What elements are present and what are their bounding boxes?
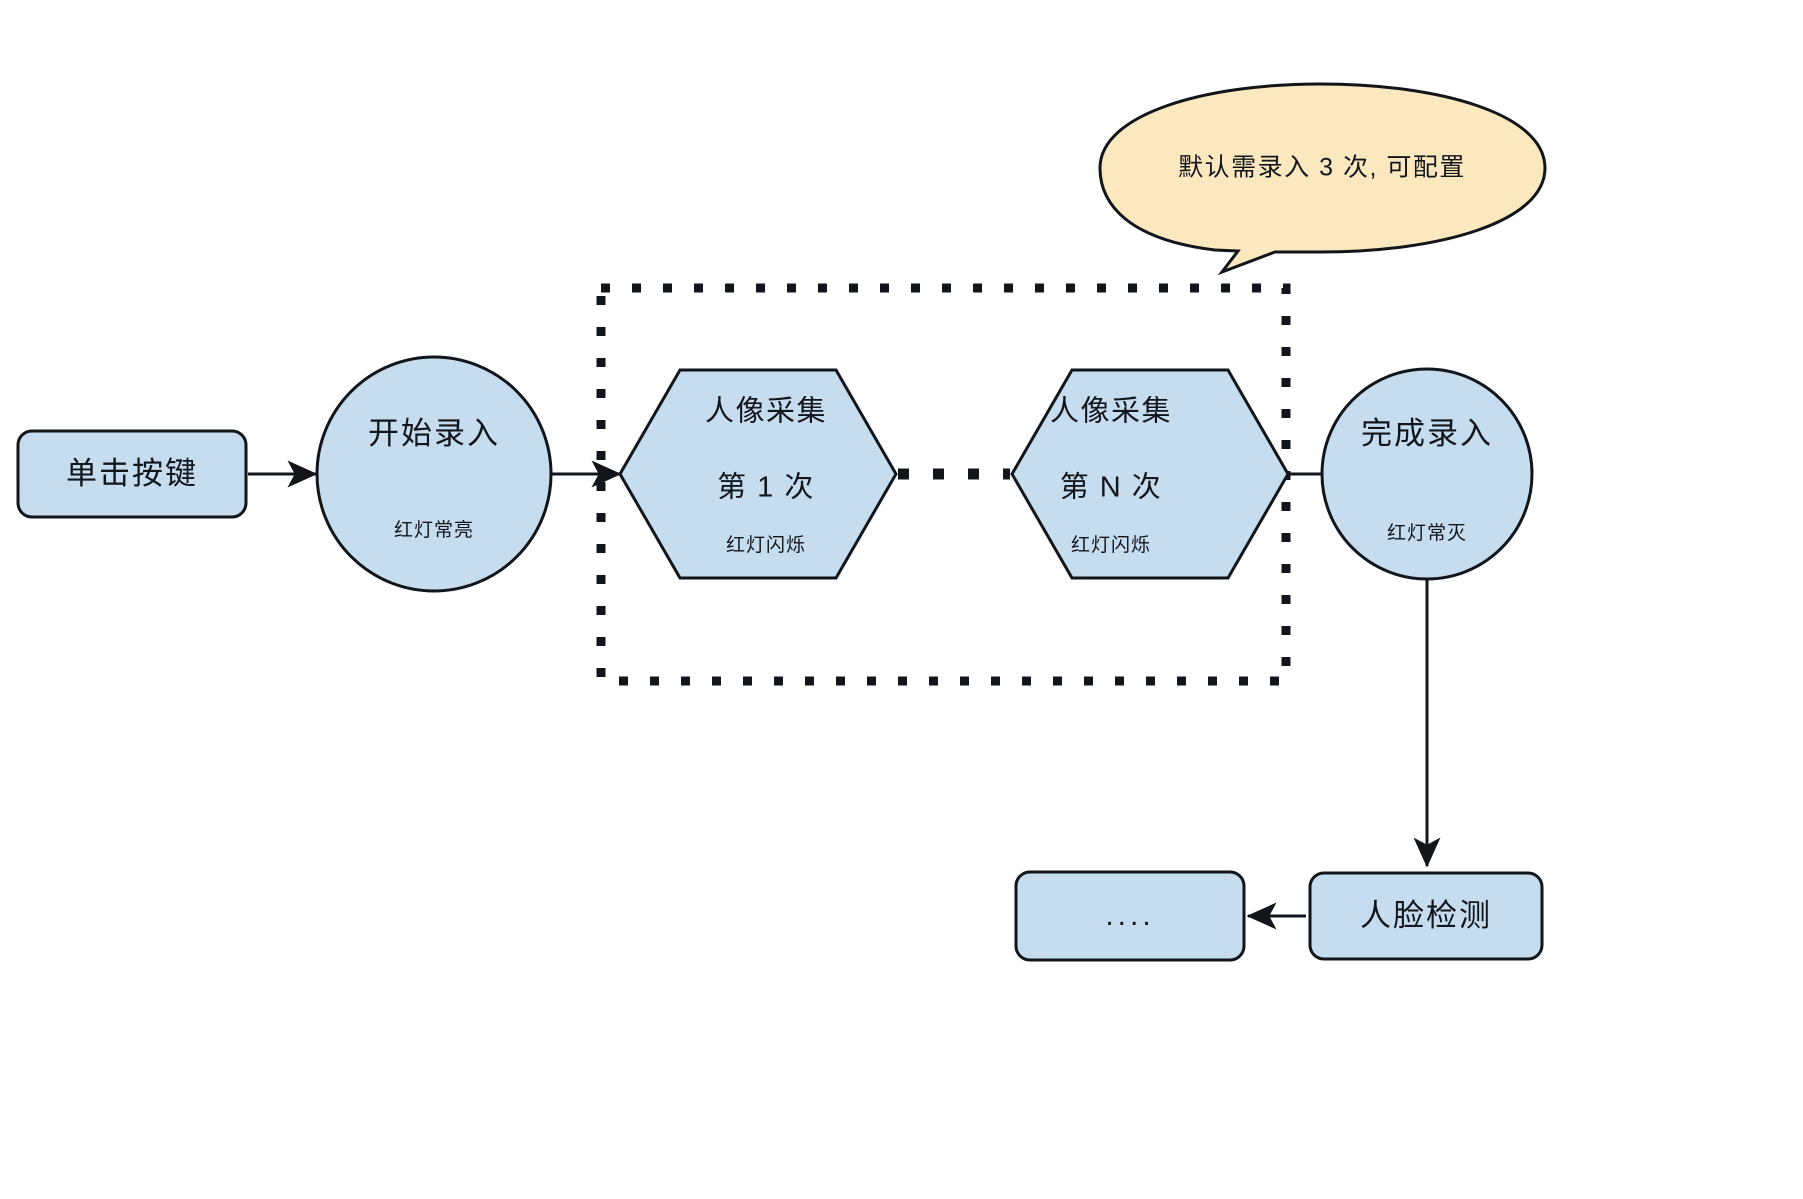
callout-bubble[interactable] (1100, 84, 1545, 252)
callout-bubble-shape[interactable] (1098, 82, 1547, 276)
node-click-key[interactable] (18, 431, 246, 517)
node-finish-enroll-shape[interactable] (1320, 367, 1534, 581)
node-capture-first[interactable] (620, 370, 896, 578)
node-capture-nth-shape[interactable] (1010, 368, 1290, 580)
node-face-detect[interactable] (1310, 873, 1542, 959)
node-capture-nth[interactable] (1012, 370, 1288, 578)
node-start-enroll[interactable] (317, 357, 551, 591)
node-more-steps-shape[interactable] (1014, 870, 1246, 962)
node-face-detect-shape[interactable] (1308, 871, 1544, 961)
node-start-enroll-shape[interactable] (315, 355, 553, 593)
node-capture-first-shape[interactable] (618, 368, 898, 580)
node-finish-enroll[interactable] (1322, 369, 1532, 579)
node-click-key-shape[interactable] (16, 429, 248, 519)
node-more-steps[interactable] (1016, 872, 1244, 960)
